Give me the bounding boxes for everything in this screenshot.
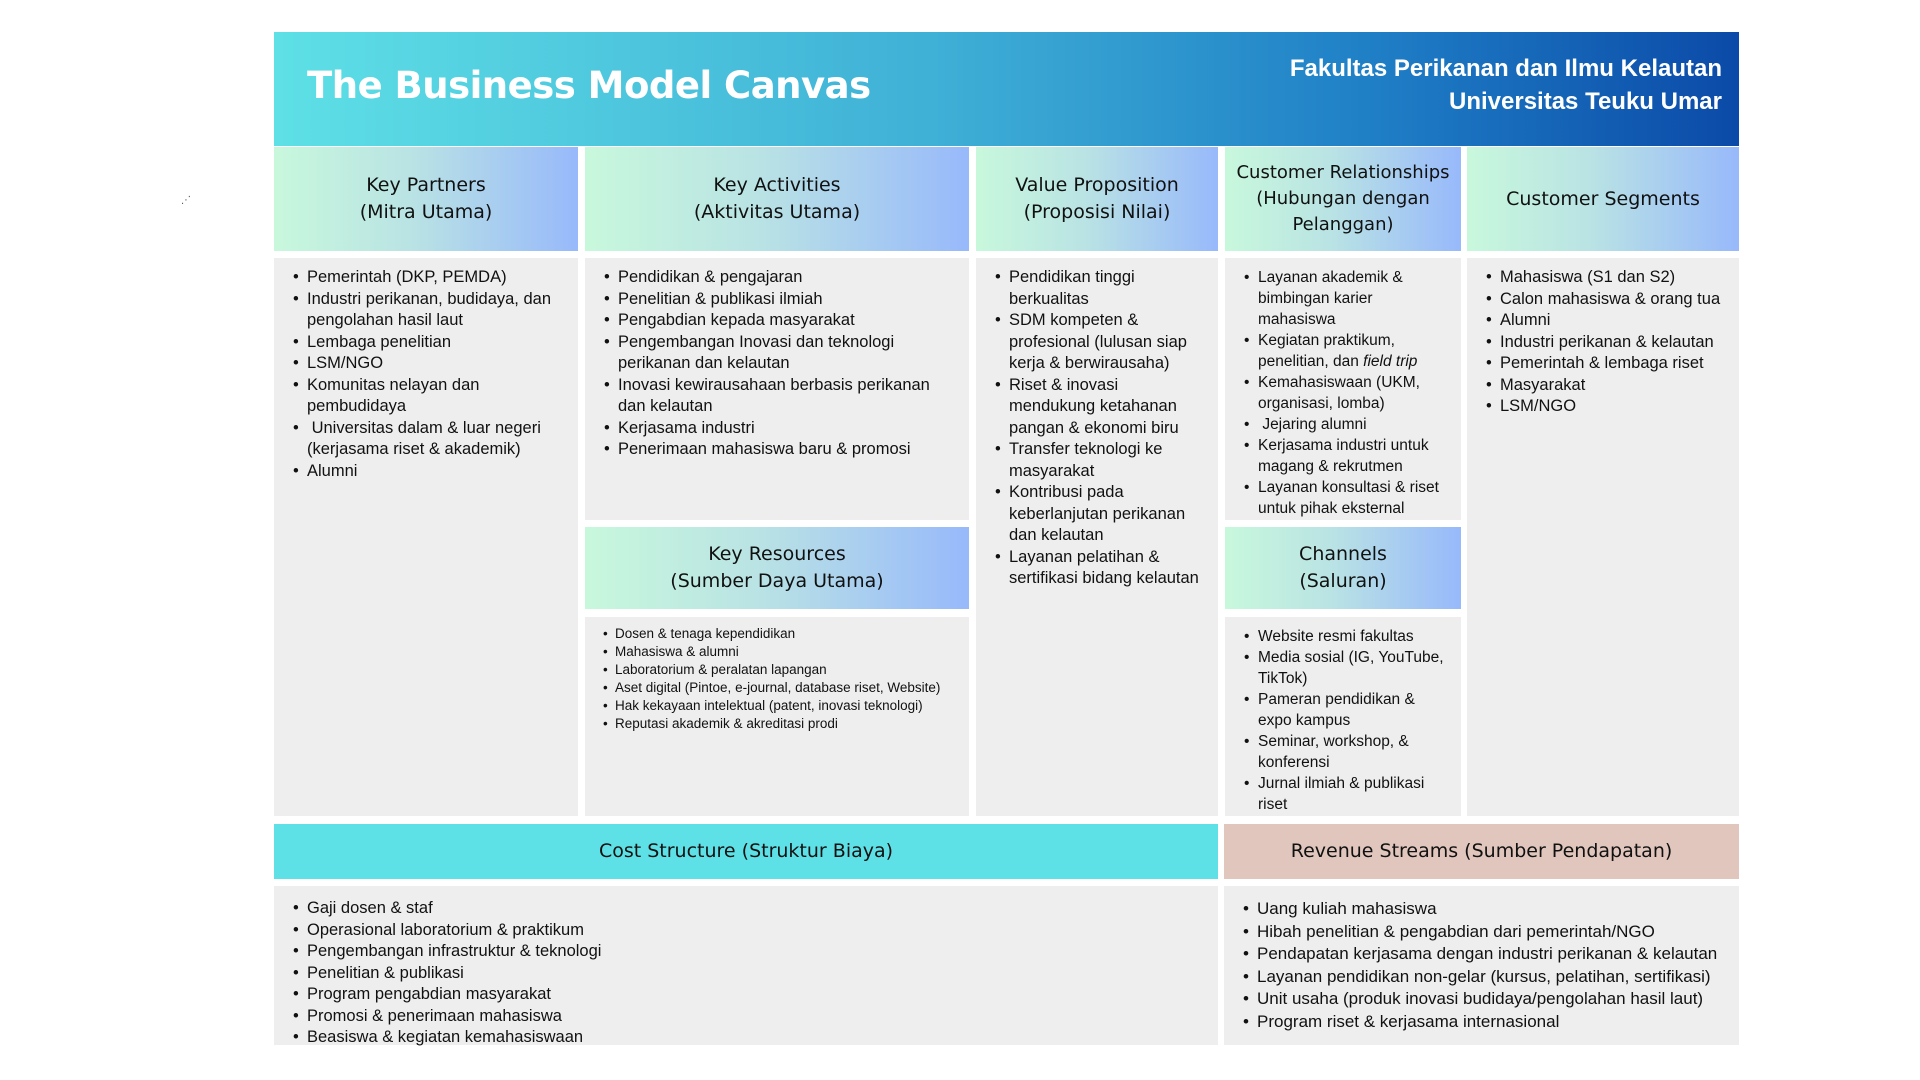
- list-item: Operasional laboratorium & praktikum: [293, 920, 1208, 942]
- list-item: Layanan pelatihan & sertifikasi bidang k…: [995, 547, 1208, 590]
- list-item: Aset digital (Pintoe, e-journal, databas…: [603, 679, 959, 697]
- list-item: LSM/NGO: [1486, 396, 1729, 418]
- customer-relationships-box: Layanan akademik & bimbingan karier maha…: [1225, 258, 1461, 520]
- stray-mark: ⋰: [181, 195, 191, 206]
- list-item: Pendapatan kerjasama dengan industri per…: [1243, 943, 1729, 966]
- list-item: SDM kompeten & profesional (lulusan siap…: [995, 310, 1208, 375]
- list-item: Pengembangan infrastruktur & teknologi: [293, 941, 1208, 963]
- list-item: Hibah penelitian & pengabdian dari pemer…: [1243, 921, 1729, 944]
- list-item: Pengembangan Inovasi dan teknologi perik…: [604, 332, 959, 375]
- list-item: Alumni: [1486, 310, 1729, 332]
- key-partners-box: Pemerintah (DKP, PEMDA)Industri perikana…: [274, 258, 578, 816]
- list-item: Pameran pendidikan & expo kampus: [1244, 689, 1451, 731]
- list-item: Calon mahasiswa & orang tua: [1486, 289, 1729, 311]
- university-name: Universitas Teuku Umar: [1449, 88, 1722, 115]
- list-item: Layanan konsultasi & riset untuk pihak e…: [1244, 477, 1451, 519]
- customer-segments-box: Mahasiswa (S1 dan S2)Calon mahasiswa & o…: [1467, 258, 1739, 816]
- customer-relationships-header: Customer Relationships (Hubungan dengan …: [1225, 147, 1461, 251]
- list-item: Kegiatan praktikum, penelitian, dan fiel…: [1244, 330, 1451, 372]
- channels-list: Website resmi fakultasMedia sosial (IG, …: [1225, 617, 1461, 815]
- cost-structure-box: Gaji dosen & stafOperasional laboratoriu…: [274, 886, 1218, 1048]
- key-activities-header: Key Activities (Aktivitas Utama): [585, 147, 969, 251]
- canvas-banner: The Business Model Canvas Fakultas Perik…: [274, 32, 1739, 146]
- revenue-streams-list: Uang kuliah mahasiswaHibah penelitian & …: [1224, 886, 1739, 1033]
- list-item: Uang kuliah mahasiswa: [1243, 898, 1729, 921]
- list-item: Laboratorium & peralatan lapangan: [603, 661, 959, 679]
- list-item: Masyarakat: [1486, 375, 1729, 397]
- list-item: Kemahasiswaan (UKM, organisasi, lomba): [1244, 372, 1451, 414]
- list-item: Industri perikanan, budidaya, dan pengol…: [293, 289, 568, 332]
- key-activities-list: Pendidikan & pengajaranPenelitian & publ…: [585, 258, 969, 461]
- institution-name: Fakultas Perikanan dan Ilmu Kelautan Uni…: [1290, 52, 1722, 118]
- cost-structure-header: Cost Structure (Struktur Biaya): [274, 824, 1218, 879]
- list-item: Dosen & tenaga kependidikan: [603, 625, 959, 643]
- list-item: Pendidikan & pengajaran: [604, 267, 959, 289]
- list-item: Promosi & penerimaan mahasiswa: [293, 1006, 1208, 1028]
- key-resources-list: Dosen & tenaga kependidikanMahasiswa & a…: [585, 617, 969, 733]
- channels-box: Website resmi fakultasMedia sosial (IG, …: [1225, 617, 1461, 816]
- list-item: Mahasiswa & alumni: [603, 643, 959, 661]
- list-item: Reputasi akademik & akreditasi prodi: [603, 715, 959, 733]
- list-item: Pengabdian kepada masyarakat: [604, 310, 959, 332]
- list-item: Jurnal ilmiah & publikasi riset: [1244, 773, 1451, 815]
- list-item: Komunitas nelayan dan pembudidaya: [293, 375, 568, 418]
- italic-term: field trip: [1363, 353, 1418, 370]
- key-resources-box: Dosen & tenaga kependidikanMahasiswa & a…: [585, 617, 969, 816]
- list-item: Transfer teknologi ke masyarakat: [995, 439, 1208, 482]
- list-item: LSM/NGO: [293, 353, 568, 375]
- revenue-streams-header: Revenue Streams (Sumber Pendapatan): [1224, 824, 1739, 879]
- customer-relationships-list: Layanan akademik & bimbingan karier maha…: [1225, 258, 1461, 519]
- list-item: Layanan akademik & bimbingan karier maha…: [1244, 267, 1451, 330]
- list-item: Jejaring alumni: [1244, 414, 1451, 435]
- list-item: Kontribusi pada keberlanjutan perikanan …: [995, 482, 1208, 547]
- list-item: Seminar, workshop, & konferensi: [1244, 731, 1451, 773]
- channels-header: Channels (Saluran): [1225, 527, 1461, 609]
- customer-segments-list: Mahasiswa (S1 dan S2)Calon mahasiswa & o…: [1467, 258, 1739, 418]
- list-item: Layanan pendidikan non-gelar (kursus, pe…: [1243, 966, 1729, 989]
- list-item: Penelitian & publikasi ilmiah: [604, 289, 959, 311]
- revenue-streams-box: Uang kuliah mahasiswaHibah penelitian & …: [1224, 886, 1739, 1045]
- list-item: Riset & inovasi mendukung ketahanan pang…: [995, 375, 1208, 440]
- cost-structure-list: Gaji dosen & stafOperasional laboratoriu…: [274, 886, 1218, 1049]
- list-item: Unit usaha (produk inovasi budidaya/peng…: [1243, 988, 1729, 1011]
- list-item: Gaji dosen & staf: [293, 898, 1208, 920]
- value-proposition-header: Value Proposition (Proposisi Nilai): [976, 147, 1218, 251]
- list-item: Lembaga penelitian: [293, 332, 568, 354]
- list-item: Industri perikanan & kelautan: [1486, 332, 1729, 354]
- customer-segments-header: Customer Segments: [1467, 147, 1739, 251]
- list-item: Penelitian & publikasi: [293, 963, 1208, 985]
- list-item: Pemerintah & lembaga riset: [1486, 353, 1729, 375]
- list-item: Program pengabdian masyarakat: [293, 984, 1208, 1006]
- canvas-title: The Business Model Canvas: [307, 64, 871, 107]
- list-item: Penerimaan mahasiswa baru & promosi: [604, 439, 959, 461]
- faculty-name: Fakultas Perikanan dan Ilmu Kelautan: [1289, 55, 1722, 82]
- key-partners-list: Pemerintah (DKP, PEMDA)Industri perikana…: [274, 258, 578, 482]
- list-item: Kerjasama industri untuk magang & rekrut…: [1244, 435, 1451, 477]
- list-item: Kerjasama industri: [604, 418, 959, 440]
- key-resources-header: Key Resources (Sumber Daya Utama): [585, 527, 969, 609]
- key-partners-header: Key Partners (Mitra Utama): [274, 147, 578, 251]
- list-item: Beasiswa & kegiatan kemahasiswaan: [293, 1027, 1208, 1049]
- key-activities-box: Pendidikan & pengajaranPenelitian & publ…: [585, 258, 969, 520]
- list-item: Program riset & kerjasama internasional: [1243, 1011, 1729, 1034]
- list-item: Pendidikan tinggi berkualitas: [995, 267, 1208, 310]
- list-item: Alumni: [293, 461, 568, 483]
- list-item: Inovasi kewirausahaan berbasis perikanan…: [604, 375, 959, 418]
- list-item: Hak kekayaan intelektual (patent, inovas…: [603, 697, 959, 715]
- list-item: Media sosial (IG, YouTube, TikTok): [1244, 647, 1451, 689]
- list-item: Pemerintah (DKP, PEMDA): [293, 267, 568, 289]
- list-item: Website resmi fakultas: [1244, 626, 1451, 647]
- value-proposition-list: Pendidikan tinggi berkualitasSDM kompete…: [976, 258, 1218, 590]
- list-item: Universitas dalam & luar negeri (kerjasa…: [293, 418, 568, 461]
- value-proposition-box: Pendidikan tinggi berkualitasSDM kompete…: [976, 258, 1218, 816]
- list-item: Mahasiswa (S1 dan S2): [1486, 267, 1729, 289]
